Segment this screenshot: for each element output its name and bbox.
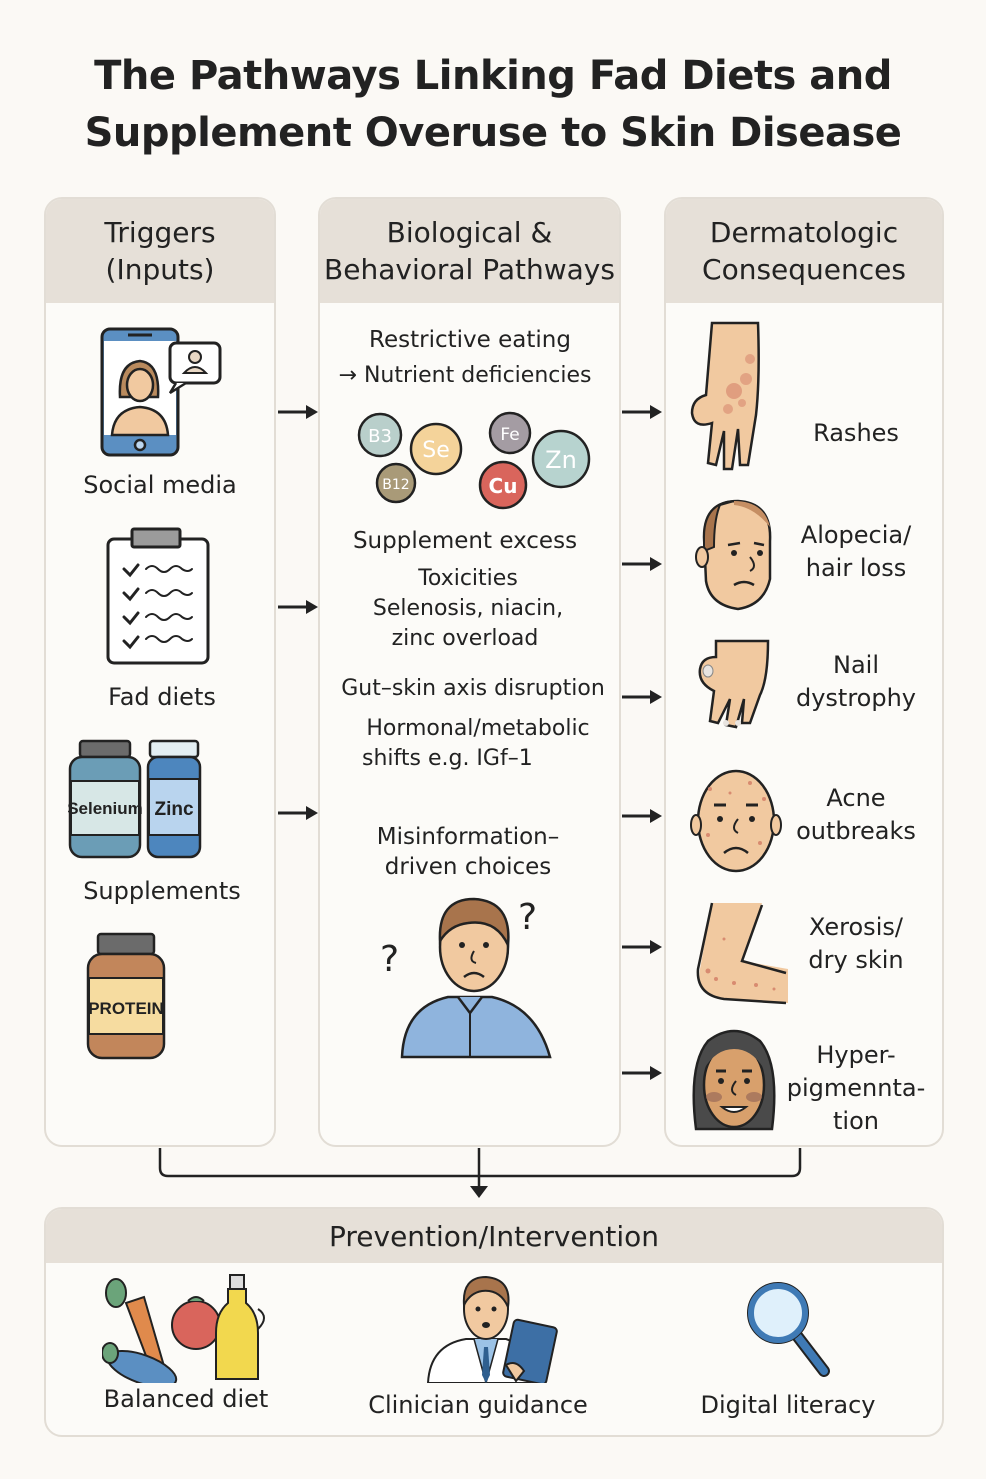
- consequences-header-line1: Dermatologic: [709, 216, 899, 249]
- consequence-alopecia-label: Alopecia/hair loss: [800, 521, 912, 582]
- rash-hand-icon: [690, 321, 760, 471]
- arrow-right-icon: [622, 405, 662, 419]
- toxicities-text: Toxicities: [418, 566, 518, 591]
- acne-face-icon: [690, 769, 782, 873]
- title-line-1: The Pathways Linking Fad Diets and: [94, 53, 892, 99]
- balding-head-icon: [695, 499, 772, 611]
- consequence-hyperpigmentation-label: Hyper-pigmennta-tion: [786, 1041, 926, 1135]
- trigger-social-media-label: Social media: [83, 471, 237, 499]
- prevention-header: Prevention/Intervention: [46, 1209, 942, 1263]
- pathways-header: Biological & Behavioral Pathways: [320, 199, 619, 303]
- supplement-bottles-icon: Selenium Zinc: [68, 739, 202, 859]
- gut-skin-axis-text: Gut–skin axis disruption: [341, 676, 605, 701]
- nutrient-se: Se: [409, 422, 463, 476]
- nutrient-b12: B12: [375, 462, 417, 504]
- consequences-header: Dermatologic Consequences: [666, 199, 942, 303]
- magnifying-glass-icon: [747, 1282, 830, 1377]
- triggers-header-line2: (Inputs): [105, 253, 215, 286]
- arrow-right-icon: [278, 806, 318, 820]
- hormonal-metabolic-text: Hormonal/metabolic: [366, 716, 590, 741]
- clipboard-checklist-icon: [106, 527, 210, 665]
- smartphone-influencer-icon: [100, 327, 222, 457]
- igf1-shifts-text: shifts e.g. IGf–1: [362, 746, 533, 771]
- consequence-xerosis-label: Xerosis/dry skin: [808, 913, 904, 974]
- selenosis-niacin-text: Selenosis, niacin,: [372, 596, 564, 621]
- arrow-right-icon: [622, 690, 662, 704]
- trigger-supplements-label: Supplements: [83, 877, 241, 905]
- arrow-right-icon: [622, 1066, 662, 1080]
- title-line-2: Supplement Overuse to Skin Disease: [84, 110, 902, 156]
- triggers-header-line1: Triggers: [104, 216, 216, 249]
- triggers-column: Triggers (Inputs) Social media Fad diets: [44, 197, 276, 1147]
- svg-text:Cu: Cu: [489, 474, 518, 498]
- zinc-overload-text: zinc overload: [391, 626, 539, 651]
- nutrient-cu: Cu: [478, 460, 528, 510]
- pathways-header-line1: Biological &: [386, 216, 553, 249]
- zinc-bottle-label: Zinc: [154, 799, 193, 820]
- healthy-food-icon: [102, 1274, 265, 1383]
- question-mark-icon: ?: [518, 897, 537, 938]
- prevention-balanced-diet-label: Balanced diet: [103, 1385, 269, 1413]
- dry-elbow-icon: [696, 902, 788, 1005]
- supplement-excess-heading: Supplement excess: [352, 528, 578, 554]
- pathways-header-line2: Behavioral Pathways: [324, 253, 615, 286]
- svg-text:Se: Se: [422, 438, 450, 463]
- arrow-right-icon: [278, 600, 318, 614]
- connector-bracket: [158, 1148, 802, 1198]
- arrow-right-icon: [622, 940, 662, 954]
- consequence-rashes-label: Rashes: [813, 419, 899, 447]
- confused-person-icon: ? ?: [380, 897, 552, 1059]
- pigmented-face-icon: [692, 1029, 776, 1131]
- prevention-clinician-guidance-label: Clinician guidance: [368, 1391, 588, 1419]
- arrow-right-icon: [278, 405, 318, 419]
- arrow-down-icon: [470, 1186, 488, 1198]
- question-mark-icon: ?: [380, 939, 399, 980]
- svg-text:Zn: Zn: [545, 446, 577, 474]
- pathways-column: Biological & Behavioral Pathways Restric…: [318, 197, 621, 1147]
- svg-text:B3: B3: [368, 426, 392, 447]
- prevention-panel: Prevention/Intervention Balanced diet Cl…: [44, 1207, 944, 1437]
- nutrient-deficiencies-text: → Nutrient deficiencies: [338, 363, 592, 388]
- consequences-column: Dermatologic Consequences Rashes Alopeci…: [664, 197, 944, 1147]
- arrow-right-icon: [622, 809, 662, 823]
- nutrient-bubbles: B3 Se B12 Fe Cu Zn: [357, 411, 591, 510]
- trigger-fad-diets-label: Fad diets: [108, 683, 216, 711]
- prevention-digital-literacy-label: Digital literacy: [700, 1391, 876, 1419]
- restrictive-eating-heading: Restrictive eating: [369, 327, 571, 353]
- svg-text:Fe: Fe: [500, 425, 519, 445]
- page-title: The Pathways Linking Fad Diets and Suppl…: [0, 48, 986, 162]
- nutrient-fe: Fe: [488, 411, 532, 455]
- selenium-bottle-label: Selenium: [68, 799, 143, 818]
- misinformation-heading-line2: driven choices: [384, 854, 552, 880]
- nutrient-zn: Zn: [531, 429, 591, 489]
- svg-text:B12: B12: [382, 477, 409, 493]
- doctor-clipboard-icon: [426, 1275, 558, 1383]
- misinformation-heading-line1: Misinformation–: [376, 824, 560, 850]
- protein-jar-label: PROTEIN: [88, 999, 164, 1018]
- consequences-header-line2: Consequences: [702, 253, 906, 286]
- arrow-right-icon: [622, 557, 662, 571]
- protein-jar-icon: PROTEIN: [86, 932, 166, 1060]
- nutrient-b3: B3: [357, 412, 403, 458]
- triggers-header: Triggers (Inputs): [46, 199, 274, 303]
- nail-hand-icon: [698, 639, 770, 729]
